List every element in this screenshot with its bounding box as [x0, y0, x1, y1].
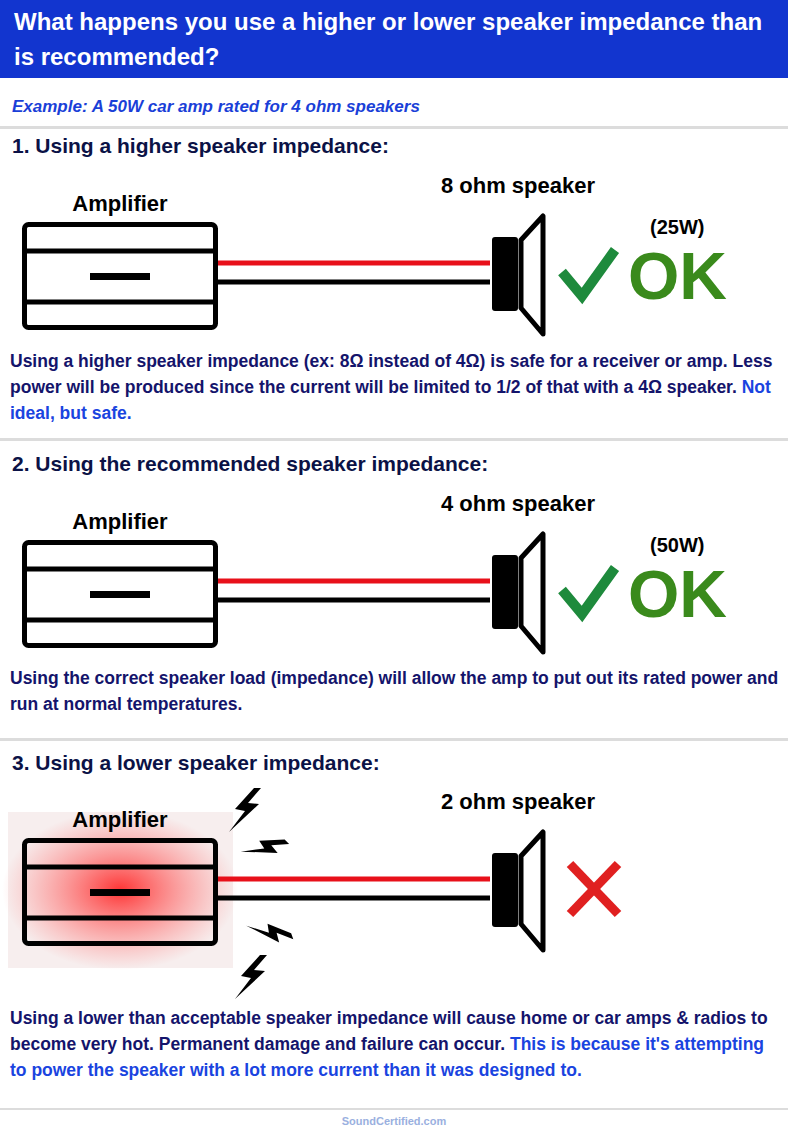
node-label: Amplifier — [72, 191, 167, 217]
amplifier-case — [25, 841, 216, 944]
description-text: Using a lower than acceptable speaker im… — [10, 1005, 782, 1083]
node-label: 2 ohm speaker — [441, 789, 595, 815]
amplifier-panel-line — [24, 249, 216, 254]
node-label: 4 ohm speaker — [441, 491, 595, 517]
amplifier-outline — [22, 540, 218, 648]
node-label: 8 ohm speaker — [441, 173, 595, 199]
speaker-outline — [490, 213, 546, 337]
speaker-wire — [218, 879, 490, 898]
node-label: Amplifier — [72, 509, 167, 535]
cross-stroke — [570, 864, 618, 914]
lightning-bolt — [235, 955, 267, 999]
cross-mark — [570, 864, 618, 914]
amplifier-panel-line — [24, 865, 216, 870]
amplifier-panel-line — [24, 618, 216, 623]
check-mark — [562, 250, 615, 296]
label-text: SoundCertified.com — [342, 1115, 447, 1127]
title-band — [0, 0, 788, 78]
label-text: 2. Using the recommended speaker impedan… — [12, 452, 488, 475]
label-text: OK — [628, 557, 727, 631]
description-text: Using a higher speaker impedance (ex: 8Ω… — [10, 348, 782, 426]
amplifier-slot — [90, 273, 150, 280]
section-heading: 2. Using the recommended speaker impedan… — [12, 451, 488, 477]
speaker-symbol: 2 ohm speaker — [490, 829, 546, 953]
lightning-bolt — [229, 788, 261, 832]
speaker-wire — [218, 581, 490, 600]
power-value: (50W) — [650, 535, 704, 555]
speaker-magnet — [492, 853, 518, 927]
speaker-outline — [490, 829, 546, 953]
speaker-magnet — [492, 555, 518, 629]
speaker-symbol: 8 ohm speaker — [490, 213, 546, 337]
divider-line — [0, 1108, 788, 1110]
label-text: OK — [628, 239, 727, 313]
speaker-cone — [521, 534, 543, 652]
speaker-symbol: 4 ohm speaker — [490, 531, 546, 655]
lightning-bolt — [241, 824, 289, 872]
power-value: (25W) — [650, 217, 704, 237]
description-text: Using the correct speaker load (impedanc… — [10, 665, 782, 717]
amplifier-outline — [22, 222, 218, 330]
positive-wire — [218, 261, 490, 266]
label-text: Example: A 50W car amp rated for 4 ohm s… — [12, 97, 420, 116]
label-text: Using the correct speaker load (impedanc… — [10, 668, 778, 714]
speaker-outline — [490, 531, 546, 655]
section-heading: 3. Using a lower speaker impedance: — [12, 750, 380, 776]
label-text: 1. Using a higher speaker impedance: — [12, 134, 389, 157]
label-text: 3. Using a lower speaker impedance: — [12, 751, 380, 774]
node-label: Amplifier — [72, 807, 167, 833]
amplifier-panel-line — [24, 300, 216, 305]
divider-line — [0, 738, 788, 741]
watermark: SoundCertified.com — [0, 1114, 788, 1128]
heat-glow — [2, 810, 238, 970]
negative-wire — [218, 896, 490, 901]
speaker-cone — [521, 216, 543, 334]
amplifier-box: Amplifier — [22, 222, 218, 330]
amplifier-slot — [90, 889, 150, 896]
amplifier-outline — [22, 838, 218, 946]
title-text: What happens you use a higher or lower s… — [14, 4, 774, 74]
negative-wire — [218, 280, 490, 285]
check-mark — [562, 568, 615, 614]
negative-wire — [218, 598, 490, 603]
label-text: (50W) — [650, 534, 704, 556]
status-text: OK — [628, 561, 727, 627]
amplifier-slot — [90, 591, 150, 598]
amplifier-box: Amplifier — [22, 838, 218, 946]
divider-line — [0, 438, 788, 441]
positive-wire — [218, 579, 490, 584]
lightning-bolt — [246, 912, 293, 953]
cross-stroke — [570, 864, 618, 914]
section-heading: 1. Using a higher speaker impedance: — [12, 133, 389, 159]
speaker-wire — [218, 263, 490, 282]
amplifier-case — [25, 225, 216, 328]
label-text: (25W) — [650, 216, 704, 238]
amplifier-panel-line — [24, 916, 216, 921]
example-note: Example: A 50W car amp rated for 4 ohm s… — [12, 96, 420, 118]
spark-symbols — [229, 788, 293, 999]
divider-line — [0, 126, 788, 129]
amplifier-panel-line — [24, 567, 216, 572]
speaker-magnet — [492, 237, 518, 311]
amplifier-case — [25, 543, 216, 646]
positive-wire — [218, 877, 490, 882]
status-text: OK — [628, 243, 727, 309]
speaker-cone — [521, 832, 543, 950]
amplifier-box: Amplifier — [22, 540, 218, 648]
label-text: Using a higher speaker impedance (ex: 8Ω… — [10, 351, 772, 397]
